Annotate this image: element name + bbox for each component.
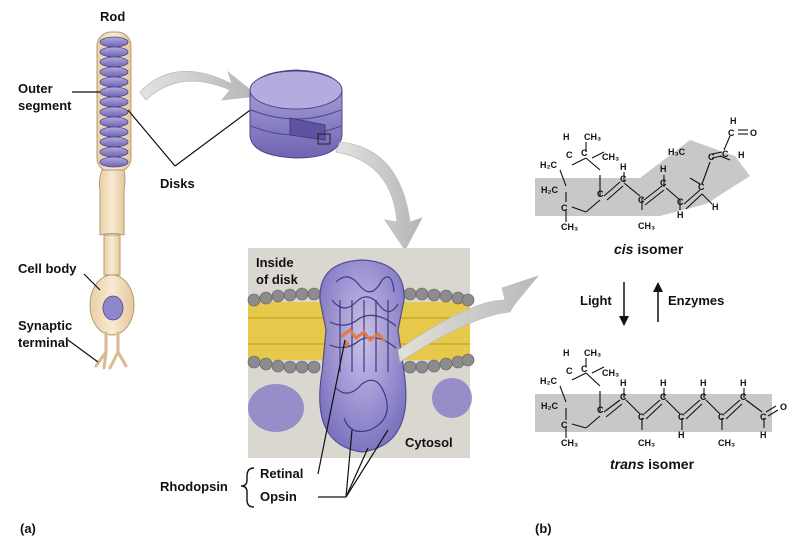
synaptic-label-line1: Synaptic	[18, 318, 73, 333]
trans-isomer-label: trans isomer	[610, 456, 694, 472]
svg-text:C: C	[740, 392, 747, 402]
cis-isomer-label: cis isomer	[614, 241, 683, 257]
svg-text:C: C	[620, 392, 627, 402]
svg-text:C: C	[597, 189, 604, 199]
rod-cell	[89, 31, 135, 370]
trans-isomer-italic: trans	[610, 456, 645, 472]
rod-disks	[99, 36, 129, 168]
svg-text:CH₃: CH₃	[561, 438, 578, 448]
svg-text:C: C	[566, 366, 573, 376]
svg-text:C: C	[638, 195, 645, 205]
opsin-label: Opsin	[260, 489, 297, 504]
svg-text:H₂C: H₂C	[540, 160, 557, 170]
svg-text:O: O	[750, 128, 757, 138]
inside-disk-label-line1: Inside	[256, 255, 294, 270]
enzymes-label: Enzymes	[668, 293, 725, 308]
svg-text:C: C	[620, 174, 627, 184]
svg-text:C: C	[638, 412, 645, 422]
cell-body-label: Cell body	[18, 261, 77, 276]
svg-text:C: C	[698, 182, 705, 192]
svg-text:H: H	[660, 164, 667, 174]
svg-text:CH₃: CH₃	[584, 132, 601, 142]
svg-text:H: H	[563, 132, 570, 142]
svg-text:H: H	[712, 202, 719, 212]
outer-segment-label-line2: segment	[18, 98, 72, 113]
trans-isomer-rest: isomer	[644, 456, 695, 472]
arrow-section-to-molecule	[397, 275, 540, 363]
arrow-rod-to-disk	[139, 70, 260, 101]
disk-stack-3d	[249, 69, 343, 159]
svg-text:C: C	[581, 148, 588, 158]
panel-a-label: (a)	[20, 521, 36, 536]
cytosol-label: Cytosol	[405, 435, 453, 450]
svg-text:H₂C: H₂C	[541, 401, 558, 411]
svg-text:H: H	[660, 378, 667, 388]
svg-text:C: C	[561, 420, 568, 430]
synaptic-label-line2: terminal	[18, 335, 69, 350]
retinal-molecule	[340, 327, 386, 343]
svg-text:C: C	[760, 412, 767, 422]
svg-text:CH₃: CH₃	[584, 348, 601, 358]
rod-label: Rod	[100, 9, 126, 24]
rhodopsin-brace	[240, 467, 255, 508]
svg-text:C: C	[722, 149, 729, 159]
svg-text:C: C	[660, 392, 667, 402]
svg-text:C: C	[700, 392, 707, 402]
svg-text:CH₃: CH₃	[638, 221, 655, 231]
svg-text:CH₃: CH₃	[602, 368, 619, 378]
nucleus	[102, 295, 124, 321]
svg-text:C: C	[677, 197, 684, 207]
svg-text:H₃C: H₃C	[668, 147, 686, 157]
svg-text:CH₃: CH₃	[638, 438, 655, 448]
svg-text:H₂C: H₂C	[541, 185, 558, 195]
enzymes-arrow	[653, 282, 663, 322]
arrow-disk-to-section	[335, 141, 423, 251]
svg-text:C: C	[566, 150, 573, 160]
svg-text:O: O	[780, 402, 787, 412]
svg-text:CH₃: CH₃	[561, 222, 578, 232]
svg-text:C: C	[660, 178, 667, 188]
svg-text:H: H	[677, 210, 684, 220]
svg-text:H: H	[620, 162, 627, 172]
svg-text:H: H	[738, 150, 745, 160]
svg-text:CH₃: CH₃	[602, 152, 619, 162]
svg-text:C: C	[678, 412, 685, 422]
trans-retinal-structure: H₂C H₂C C CH₃ C H C CH₃ CH₃ C C H C CH₃ …	[535, 348, 787, 448]
svg-text:CH₃: CH₃	[718, 438, 735, 448]
rhodopsin-label: Rhodopsin	[160, 479, 228, 494]
svg-text:C: C	[718, 412, 725, 422]
svg-text:H: H	[620, 378, 627, 388]
cis-retinal-structure: H₂C H₂C C CH₃ C H C CH₃ CH₃ C C H C CH₃ …	[535, 116, 757, 232]
cis-isomer-rest: isomer	[633, 241, 684, 257]
svg-text:C: C	[561, 203, 568, 213]
disks-label: Disks	[160, 176, 195, 191]
svg-text:C: C	[581, 364, 588, 374]
inside-disk-label-line2: of disk	[256, 272, 298, 287]
svg-text:H: H	[740, 378, 747, 388]
svg-text:H: H	[730, 116, 737, 126]
svg-text:H: H	[760, 430, 767, 440]
svg-text:C: C	[708, 152, 715, 162]
retinal-label: Retinal	[260, 466, 304, 481]
svg-text:H: H	[678, 430, 685, 440]
svg-text:H₂C: H₂C	[540, 376, 557, 386]
cis-isomer-italic: cis	[614, 241, 634, 257]
svg-text:H: H	[563, 348, 570, 358]
svg-text:C: C	[597, 405, 604, 415]
svg-text:H: H	[700, 378, 707, 388]
light-label: Light	[580, 293, 612, 308]
light-arrow	[619, 282, 629, 326]
svg-text:C: C	[728, 128, 735, 138]
panel-b-label: (b)	[535, 521, 552, 536]
membrane-section	[247, 248, 475, 458]
outer-segment-label-line1: Outer	[18, 81, 53, 96]
